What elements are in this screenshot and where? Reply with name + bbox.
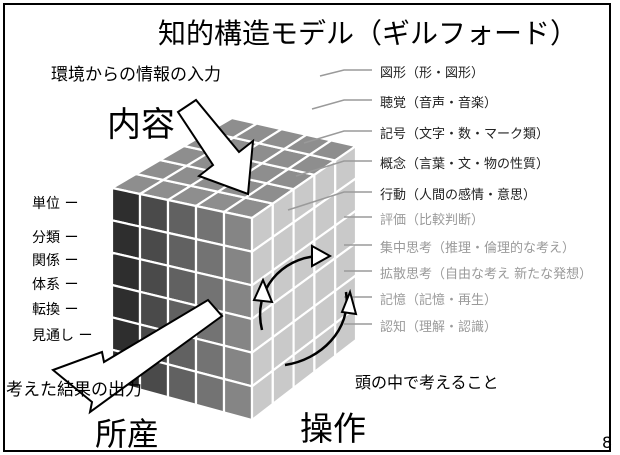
product-item-system: 体系 ー <box>32 277 79 293</box>
output-label: 考えた結果の出力 <box>6 380 142 400</box>
leader-line <box>287 191 372 211</box>
cycle-arrow-upper <box>258 254 319 331</box>
content-item-behavioral: 行動（人間の感情・意思） <box>380 188 537 203</box>
leader-line <box>303 130 372 144</box>
cube-front-cell <box>222 377 254 422</box>
product-item-transform: 転換 ー <box>32 302 79 318</box>
cycle-arrowhead-upper <box>311 244 333 268</box>
thinking-label: 頭の中で考えること <box>355 373 499 392</box>
content-item-semantic: 概念（言葉・文・物の性質） <box>380 157 550 172</box>
cube-front-cell <box>194 370 226 414</box>
operation-item-evaluation: 評価（比較判断） <box>380 213 485 228</box>
cube-front-cell <box>166 362 198 407</box>
input-arrow <box>176 98 255 196</box>
leader-line <box>311 99 372 110</box>
product-axis-label: 所産 <box>95 415 160 453</box>
cycle-arrowhead-lower <box>340 288 358 316</box>
operation-axis-label: 操作 <box>300 409 366 448</box>
content-axis-label: 内容 <box>107 105 175 145</box>
operation-item-convergent: 集中思考（推理・倫理的な考え） <box>380 241 576 256</box>
page-number: 8 <box>602 433 613 452</box>
cube-top-face <box>108 116 359 220</box>
product-item-implication: 見通し ー <box>32 328 93 344</box>
page-title: 知的構造モデル（ギルフォード） <box>158 17 579 50</box>
content-item-figural: 図形（形・図形） <box>380 66 485 81</box>
operation-item-cognition: 認知（理解・認識） <box>380 320 498 335</box>
cycle-arrowhead-left <box>252 277 274 304</box>
product-item-class: 分類 ー <box>32 230 79 246</box>
operation-item-memory: 記憶（記憶・再生） <box>380 293 498 308</box>
input-label: 環境からの情報の入力 <box>51 65 221 85</box>
leader-line <box>319 69 372 77</box>
operation-item-divergent: 拡散思考（自由な考え 新たな発想） <box>380 267 593 282</box>
leader-lines <box>287 69 372 325</box>
product-item-unit: 単位 ー <box>32 196 79 212</box>
content-item-symbolic: 記号（文字・数・マーク類） <box>380 127 550 142</box>
leader-line <box>295 160 372 177</box>
cube-right-face <box>250 143 358 423</box>
output-arrow <box>51 298 224 415</box>
content-item-auditory: 聴覚（音声・音楽） <box>380 96 498 111</box>
product-item-relation: 関係 ー <box>32 253 79 269</box>
